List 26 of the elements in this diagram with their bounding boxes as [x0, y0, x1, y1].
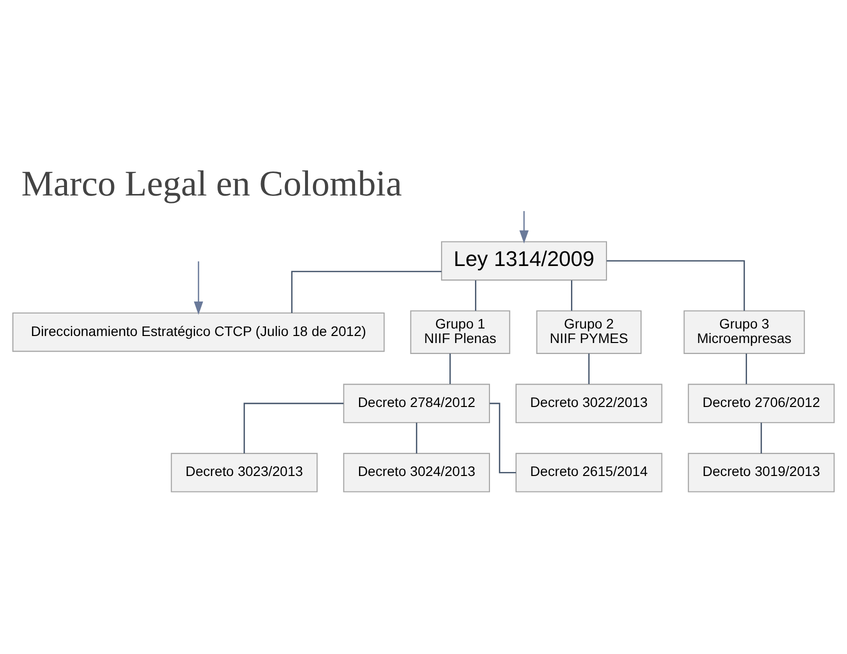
connector — [606, 260, 745, 311]
connector — [746, 354, 747, 384]
connector — [291, 270, 442, 313]
connector — [449, 354, 451, 384]
connector — [571, 280, 572, 311]
node-box: Ley 1314/2009 — [441, 241, 608, 281]
node-box: Decreto 3019/2013 — [688, 452, 835, 492]
node-box: Decreto 3024/2013 — [343, 452, 490, 492]
node-box: Grupo 1 NIIF Plenas — [410, 310, 510, 354]
node-box: Decreto 2706/2012 — [688, 384, 835, 424]
node-box: Decreto 2615/2014 — [516, 452, 662, 492]
connector — [490, 402, 516, 474]
node-box: Decreto 2784/2012 — [343, 384, 490, 424]
connector — [760, 422, 762, 454]
diagram-title: Marco Legal en Colombia — [21, 163, 402, 204]
node-box: Grupo 2 NIIF PYMES — [536, 310, 642, 354]
node-box: Direccionamiento Estratégico CTCP (Julio 18 de 2012) — [12, 312, 385, 352]
arrow — [194, 261, 204, 315]
node-box: Decreto 3023/2013 — [170, 452, 318, 492]
connector — [588, 354, 590, 384]
connector — [244, 402, 344, 454]
connector — [416, 422, 418, 454]
node-box: Decreto 3022/2013 — [516, 384, 662, 424]
connector — [475, 280, 476, 311]
node-box: Grupo 3 Microempresas — [684, 310, 805, 354]
arrow — [519, 211, 529, 244]
